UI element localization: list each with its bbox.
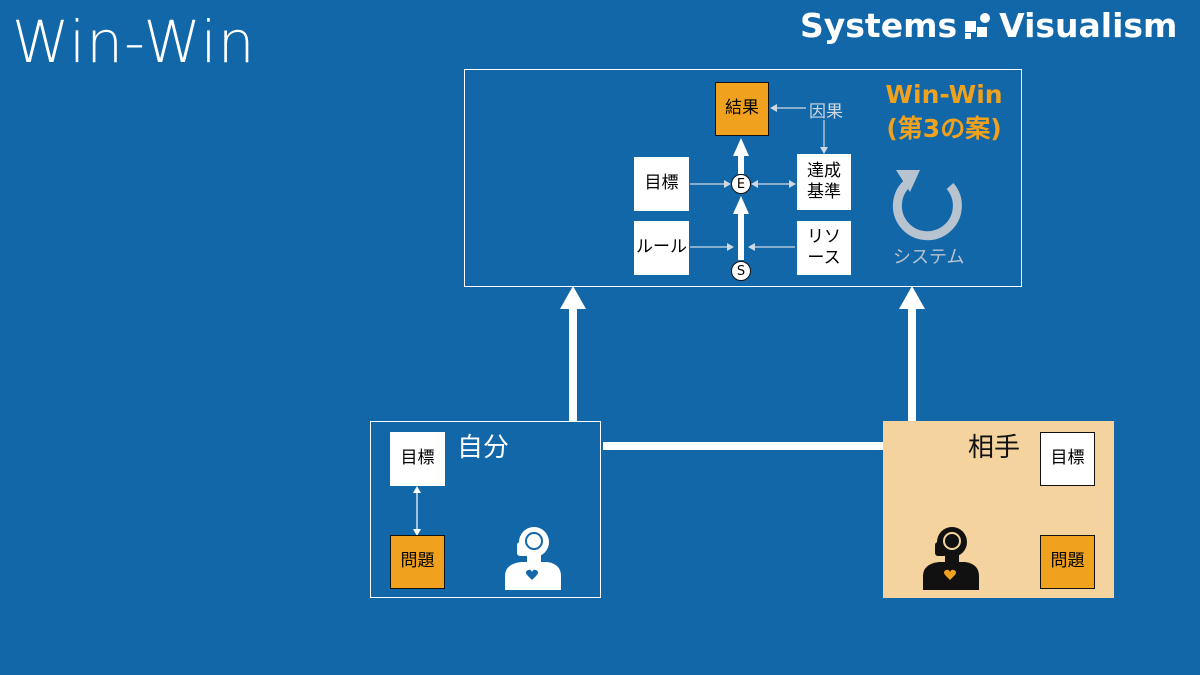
criteria-line1: 達成	[807, 160, 841, 181]
system-heading-line2: (第3の案)	[886, 113, 1002, 143]
brand-left: Systems	[800, 6, 958, 45]
other-problem-box: 問題	[1040, 535, 1095, 589]
slide-title: Win-Win	[12, 8, 256, 76]
result-box: 結果	[715, 82, 769, 136]
rules-box: ルール	[634, 221, 689, 275]
self-problem-box: 問題	[390, 535, 445, 589]
other-person-icon	[921, 524, 981, 590]
cycle-icon	[892, 170, 962, 241]
brand-right: Visualism	[999, 6, 1178, 45]
criteria-line2: 基準	[807, 182, 841, 202]
system-goal-box: 目標	[634, 157, 689, 211]
self-panel	[370, 421, 601, 598]
brand-icon	[963, 11, 993, 41]
start-node: S	[731, 261, 751, 281]
criteria-box: 達成 基準	[797, 154, 851, 210]
self-label: 自分	[457, 433, 510, 463]
self-goal-box: 目標	[390, 432, 445, 486]
other-goal-box: 目標	[1040, 432, 1095, 486]
resources-line1: リソ	[807, 226, 841, 247]
brand-logo: Systems Visualism	[800, 6, 1177, 45]
system-frame	[464, 69, 1022, 287]
other-label: 相手	[968, 433, 1021, 463]
causality-label: 因果	[809, 102, 843, 122]
system-heading: Win-Win (第3の案)	[870, 78, 1018, 146]
self-person-icon	[503, 524, 563, 590]
resources-box: リソ ース	[797, 221, 851, 275]
resources-line2: ース	[807, 248, 841, 268]
system-heading-line1: Win-Win	[885, 80, 1003, 109]
end-node: E	[731, 174, 751, 194]
system-label: システム	[893, 247, 965, 268]
